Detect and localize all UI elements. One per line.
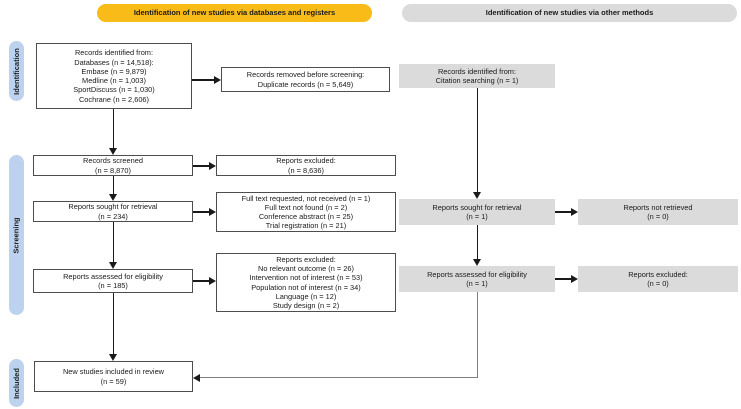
reports-assessed-other-box: Reports assessed for eligibility (n = 1) xyxy=(399,266,555,292)
stage-included: Included xyxy=(9,359,24,407)
stage-identification-label: Identification xyxy=(12,47,22,95)
connector-assessed-to-excluded-other xyxy=(555,278,571,280)
connector-identified-to-removed xyxy=(192,79,214,81)
arrowhead-down-icon xyxy=(109,354,117,361)
arrowhead-left-icon xyxy=(193,373,200,382)
arrowhead-down-icon xyxy=(109,262,117,269)
connector-sought-to-not-retrieved-other xyxy=(555,211,571,213)
arrowhead-right-icon xyxy=(571,207,578,216)
connector-sought-to-assessed-other xyxy=(476,225,478,260)
connector-elbow-vertical xyxy=(477,292,478,377)
arrowhead-down-icon xyxy=(109,148,117,155)
stage-screening-label: Screening xyxy=(12,216,22,254)
arrowhead-right-icon xyxy=(214,75,221,84)
stage-included-label: Included xyxy=(12,367,21,399)
reports-excluded-eligibility-box: Reports excluded: No relevant outcome (n… xyxy=(216,253,396,312)
arrowhead-right-icon xyxy=(571,274,578,283)
connector-assessed-to-excluded xyxy=(193,280,209,282)
connector-elbow-horizontal xyxy=(200,377,478,378)
connector-sought-to-assessed xyxy=(112,222,114,263)
records-removed-box: Records removed before screening: Duplic… xyxy=(221,67,390,92)
records-screened-box: Records screened (n = 8,870) xyxy=(33,155,193,176)
reports-excluded-screening-box: Reports excluded: (n = 8,636) xyxy=(216,155,396,176)
arrowhead-down-icon xyxy=(473,259,481,266)
new-studies-included-box: New studies included in review (n = 59) xyxy=(34,361,193,392)
banner-other-methods: Identification of new studies via other … xyxy=(402,4,737,22)
records-identified-box: Records identified from: Databases (n = … xyxy=(36,43,192,109)
stage-screening: Screening xyxy=(9,155,24,315)
reports-excluded-other-box: Reports excluded: (n = 0) xyxy=(578,266,738,292)
arrowhead-down-icon xyxy=(109,194,117,201)
reports-assessed-box: Reports assessed for eligibility (n = 18… xyxy=(33,269,193,293)
reports-not-retrieved-other-box: Reports not retrieved (n = 0) xyxy=(578,199,738,225)
connector-sought-to-reasons xyxy=(193,211,209,213)
reports-sought-other-box: Reports sought for retrieval (n = 1) xyxy=(399,199,555,225)
arrowhead-right-icon xyxy=(209,207,216,216)
reports-sought-box: Reports sought for retrieval (n = 234) xyxy=(33,201,193,222)
connector-identified-to-screened xyxy=(112,109,114,149)
banner-databases-registers: Identification of new studies via databa… xyxy=(97,4,372,22)
reports-not-retrieved-reasons-box: Full text requested, not received (n = 1… xyxy=(216,192,396,232)
arrowhead-right-icon xyxy=(209,161,216,170)
citation-searching-box: Records identified from: Citation search… xyxy=(399,64,555,88)
connector-screened-to-excluded xyxy=(193,165,209,167)
connector-screened-to-sought xyxy=(112,176,114,195)
connector-assessed-to-included xyxy=(112,293,114,355)
arrowhead-down-icon xyxy=(473,192,481,199)
stage-identification: Identification xyxy=(9,41,24,101)
connector-citation-to-sought xyxy=(476,88,478,193)
arrowhead-right-icon xyxy=(209,276,216,285)
